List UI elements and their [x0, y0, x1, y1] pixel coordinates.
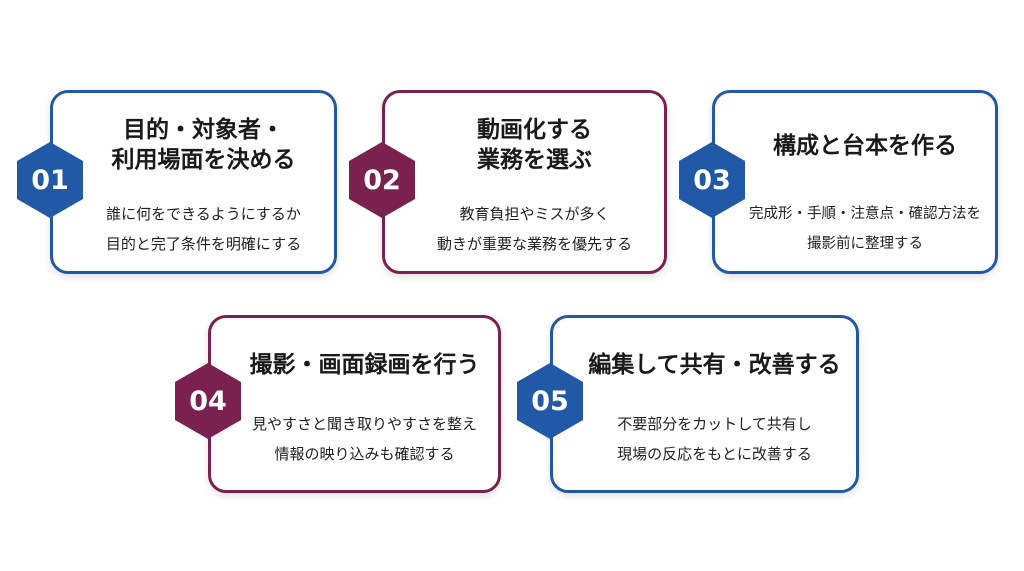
step-description: 誰に何をできるようにするか 目的と完了条件を明確にする	[105, 205, 302, 253]
step-number-badge: 03	[679, 142, 745, 218]
step-number-badge: 05	[517, 363, 583, 439]
step-number-badge: 02	[349, 142, 415, 218]
step-card: 目的・対象者・ 利用場面を決める 誰に何をできるようにするか 目的と完了条件を明…	[50, 90, 337, 274]
step-description: 完成形・手順・注意点・確認方法を 撮影前に整理する	[749, 206, 981, 252]
step-number: 02	[363, 164, 401, 196]
step-number-badge: 04	[175, 363, 241, 439]
step-description: 教育負担やミスが多く 動きが重要な業務を優先する	[436, 205, 632, 253]
step-title: 撮影・画面録画を行う	[249, 352, 480, 378]
step-card: 動画化する 業務を選ぶ 教育負担やミスが多く 動きが重要な業務を優先する	[382, 90, 667, 274]
step-number-badge: 01	[17, 142, 83, 218]
step-card: 編集して共有・改善する 不要部分をカットして共有し 現場の反応をもとに改善する	[550, 315, 859, 493]
step-title: 編集して共有・改善する	[588, 352, 841, 378]
step-number: 01	[31, 164, 69, 196]
step-title: 構成と台本を作る	[773, 133, 957, 159]
step-card: 撮影・画面録画を行う 見やすさと聞き取りやすさを整え 情報の映り込みも確認する	[208, 315, 501, 493]
step-title: 目的・対象者・ 利用場面を決める	[111, 117, 296, 173]
step-number: 05	[531, 385, 569, 417]
step-description: 見やすさと聞き取りやすさを整え 情報の映り込みも確認する	[251, 415, 477, 463]
step-number: 03	[693, 164, 731, 196]
step-card: 構成と台本を作る 完成形・手順・注意点・確認方法を 撮影前に整理する	[712, 90, 998, 274]
step-title: 動画化する 業務を選ぶ	[477, 117, 592, 173]
step-number: 04	[189, 385, 227, 417]
step-description: 不要部分をカットして共有し 現場の反応をもとに改善する	[617, 415, 812, 463]
